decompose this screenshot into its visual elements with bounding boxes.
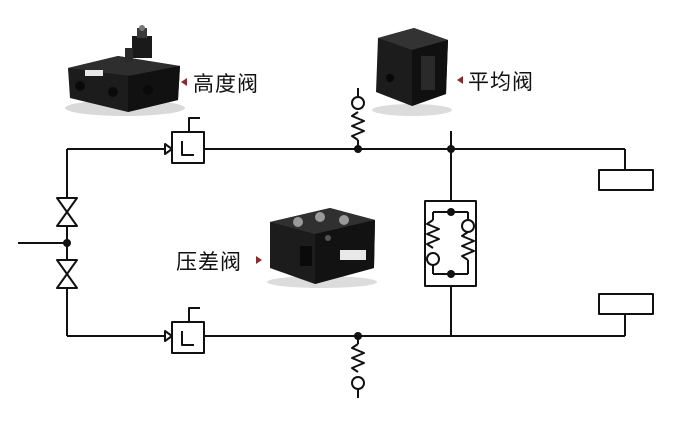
check-valve-upper	[56, 197, 78, 227]
relief-valve-bottom	[351, 336, 365, 398]
height-valve-pointer	[181, 78, 187, 86]
balance-valve-pointer	[457, 76, 463, 84]
air-spring-bottom	[598, 293, 654, 315]
leveling-valve-bottom-symbol	[164, 307, 205, 354]
relief-valve-top	[351, 88, 365, 149]
balance-valve-label: 平均阀	[468, 70, 534, 94]
air-spring-top	[598, 169, 654, 191]
height-valve-photo	[65, 25, 185, 116]
balance-valve-photo	[372, 28, 452, 116]
diff-pressure-valve-photo	[267, 208, 377, 288]
check-valve-lower	[56, 259, 78, 289]
junction-dots	[63, 145, 455, 340]
leveling-valve-top-symbol	[164, 117, 205, 164]
height-valve-label: 高度阀	[193, 72, 259, 96]
diff-pressure-valve-label: 压差阀	[176, 250, 242, 274]
diff-pressure-valve-pointer	[256, 256, 262, 264]
